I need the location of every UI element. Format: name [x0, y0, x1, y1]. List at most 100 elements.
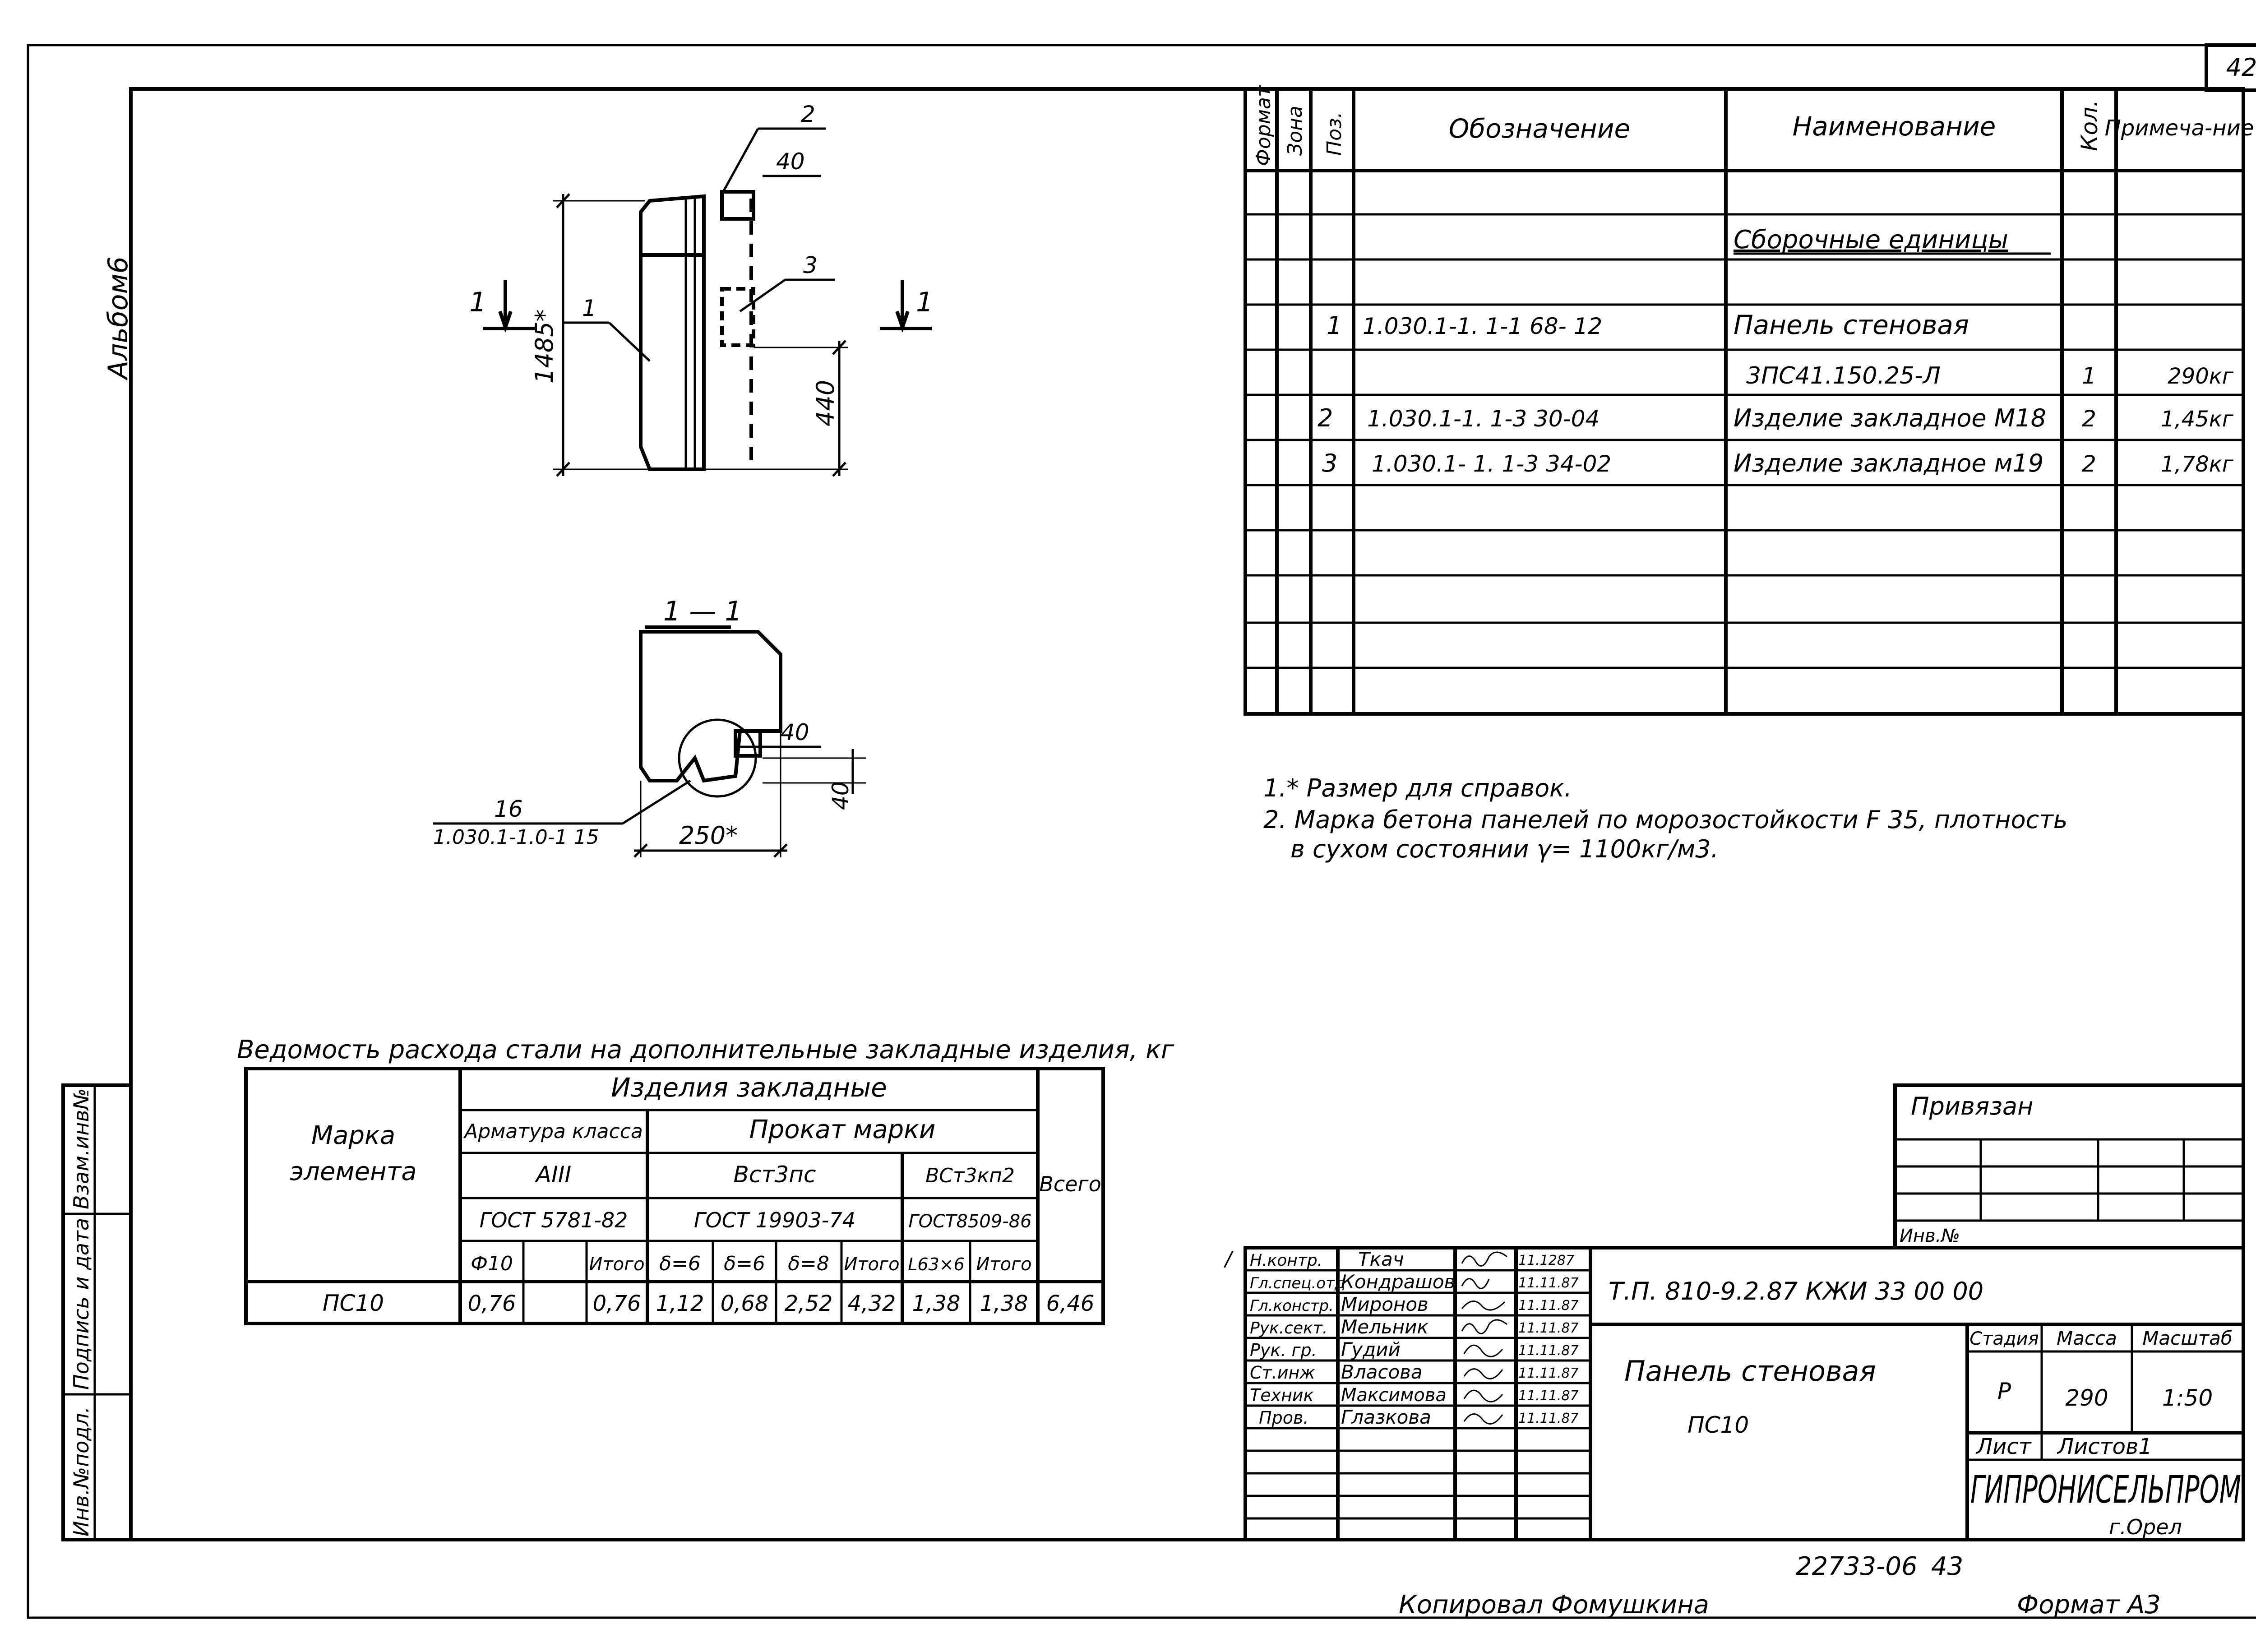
svg-text:2: 2: [2082, 406, 2096, 432]
svg-text:1.030.1- 1. 1-3 34-02: 1.030.1- 1. 1-3 34-02: [1372, 451, 1611, 477]
svg-text:0,76: 0,76: [593, 1291, 641, 1316]
stamp-sign-date: Подпись и дата: [69, 1218, 93, 1390]
svg-text:Гудий: Гудий: [1341, 1338, 1401, 1360]
left-stamp: Взам.инв№ Подпись и дата Инв.№подл.: [61, 1083, 133, 1541]
spec-row-1: 1 1.030.1-1. 1-1 68- 12 Панель стеновая: [1327, 310, 1969, 340]
org-name: ГИПРОНИСЕЛЬПРОМ: [1970, 1467, 2241, 1512]
steel-mark-h2: элемента: [290, 1157, 416, 1186]
svg-text:290кг: 290кг: [2168, 364, 2234, 389]
steel-aiii: АIII: [535, 1161, 571, 1188]
svg-text:Ст.инж: Ст.инж: [1250, 1363, 1315, 1383]
people-dates: 11.1287 11.11.87 11.11.87 11.11.87 11.11…: [1518, 1253, 1579, 1426]
svg-text:1.030.1-1. 1-1 68- 12: 1.030.1-1. 1-1 68- 12: [1363, 313, 1602, 339]
note-2: 2. Марка бетона панелей по морозостойкос…: [1263, 805, 2068, 834]
svg-text:1,78кг: 1,78кг: [2161, 452, 2234, 477]
spec-row-3: 3 1.030.1- 1. 1-3 34-02 Изделие закладно…: [1322, 449, 2234, 477]
steel-rolled: Прокат марки: [749, 1115, 936, 1144]
ref-num: 16: [494, 796, 523, 822]
callout-3: 3: [803, 252, 818, 278]
svg-text:6,46: 6,46: [1046, 1291, 1095, 1316]
mass-label: Масса: [2057, 1327, 2117, 1349]
spec-row-2: 2 1.030.1-1. 1-3 30-04 Изделие закладное…: [1318, 404, 2234, 432]
svg-text:11.1287: 11.1287: [1518, 1253, 1574, 1268]
svg-text:Ткач: Ткач: [1358, 1248, 1404, 1270]
svg-text:Мельник: Мельник: [1341, 1316, 1428, 1338]
dim-height: 1485*: [530, 310, 559, 384]
svg-text:Рук.сект.: Рук.сект.: [1250, 1319, 1327, 1337]
svg-text:Миронов: Миронов: [1341, 1293, 1428, 1315]
album-label: Альбом6: [102, 256, 134, 381]
privyazan: Привязан: [1911, 1092, 2033, 1120]
svg-text:Изделие закладное М18: Изделие закладное М18: [1734, 404, 2046, 432]
inner-frame: [129, 87, 2245, 1541]
section-mark-left: 1: [469, 287, 486, 318]
stamp-inv-podl: Инв.№подл.: [69, 1407, 93, 1536]
svg-text:11.11.87: 11.11.87: [1518, 1320, 1579, 1336]
svg-text:1,45кг: 1,45кг: [2161, 407, 2234, 432]
steel-table: Ведомость расхода стали на дополнительны…: [237, 1035, 1174, 1325]
svg-text:Гл.констр.: Гл.констр.: [1250, 1297, 1334, 1315]
svg-text:11.11.87: 11.11.87: [1518, 1298, 1579, 1314]
dim-40-v: 40: [828, 781, 854, 810]
svg-text:δ=8: δ=8: [788, 1252, 829, 1275]
callout-1: 1: [582, 295, 596, 321]
steel-vst3kp2: ВСт3кп2: [925, 1164, 1015, 1187]
svg-text:Гл.спец.отд: Гл.спец.отд: [1250, 1274, 1345, 1292]
svg-text:Глазкова: Глазкова: [1341, 1406, 1431, 1428]
scale-value: 1:50: [2162, 1385, 2213, 1411]
svg-text:Максимова: Максимова: [1341, 1385, 1447, 1406]
svg-text:1: 1: [1327, 311, 1342, 340]
hdr-format: Формат: [1252, 85, 1275, 166]
steel-gost3: ГОСТ8509-86: [908, 1211, 1031, 1232]
sheet-label: Лист: [1975, 1434, 2032, 1459]
callout-2: 2: [801, 101, 815, 127]
svg-text:Н.контр.: Н.контр.: [1250, 1251, 1322, 1270]
people-names: Ткач Кондрашов Миронов Мельник Гудий Вла…: [1341, 1248, 1455, 1428]
steel-gost1: ГОСТ 5781-82: [480, 1208, 628, 1232]
svg-text:0,76: 0,76: [468, 1291, 516, 1316]
svg-text:11.11.87: 11.11.87: [1518, 1388, 1579, 1404]
svg-text:11.11.87: 11.11.87: [1518, 1365, 1579, 1381]
format-a3: Формат А3: [2017, 1590, 2161, 1620]
svg-text:4,32: 4,32: [848, 1291, 896, 1316]
sheets-label: Листов1: [2057, 1434, 2152, 1459]
dim-250: 250*: [679, 821, 738, 850]
scale-label: Масштаб: [2142, 1327, 2233, 1349]
svg-text:Власова: Власова: [1341, 1361, 1423, 1383]
panel-top-view: 1 1 1485* 440 2 40 3 1: [469, 101, 933, 477]
spec-table: Формат Зона Поз. Обозначение Наименовани…: [1244, 85, 2254, 716]
first-row-mark: /: [1223, 1248, 1234, 1271]
section-mark-right: 1: [916, 287, 933, 318]
hdr-qty: Кол.: [2076, 100, 2103, 151]
svg-text:δ=6: δ=6: [659, 1252, 701, 1275]
svg-text:Итого: Итого: [976, 1254, 1031, 1275]
svg-text:2: 2: [1318, 404, 1333, 432]
svg-text:1,38: 1,38: [912, 1291, 961, 1316]
stamp-zam-inv: Взам.инв№: [69, 1088, 93, 1209]
inv-n: Инв.№: [1900, 1226, 1960, 1246]
svg-text:Пров.: Пров.: [1259, 1408, 1308, 1428]
title-block: Привязан Инв.№ / Н.контр. Гл.спец.отд: [1223, 1083, 2245, 1541]
people-roles: Н.контр. Гл.спец.отд Гл.констр. Рук.сект…: [1250, 1251, 1345, 1428]
svg-text:3ПС41.150.25-Л: 3ПС41.150.25-Л: [1746, 362, 1941, 389]
outer-frame: [27, 44, 2256, 1619]
stage-value: Р: [1997, 1378, 2011, 1404]
svg-text:Панель стеновая: Панель стеновая: [1734, 310, 1969, 340]
svg-text:11.11.87: 11.11.87: [1518, 1411, 1579, 1426]
steel-gost2: ГОСТ 19903-74: [694, 1208, 855, 1232]
sheet-number-top: 42: [2226, 53, 2256, 82]
svg-text:Рук. гр.: Рук. гр.: [1250, 1340, 1317, 1360]
spec-row-1b: 3ПС41.150.25-Л 1 290кг: [1746, 362, 2234, 389]
svg-text:2,52: 2,52: [785, 1291, 833, 1316]
doc-code: Т.П. 810-9.2.87 КЖИ 33 00 00: [1609, 1277, 1983, 1305]
doc-title: Панель стеновая: [1624, 1355, 1876, 1388]
svg-text:δ=6: δ=6: [724, 1252, 765, 1275]
svg-text:1,38: 1,38: [980, 1291, 1028, 1316]
callout-40: 40: [776, 148, 805, 175]
steel-group: Изделия закладные: [611, 1072, 887, 1103]
steel-row-ps10: ПС10 0,76 0,76 1,12 0,68 2,52 4,32 1,38 …: [323, 1290, 1095, 1316]
steel-mark-h1: Марка: [311, 1121, 395, 1150]
svg-text:Итого: Итого: [844, 1254, 899, 1275]
svg-text:Изделие закладное м19: Изделие закладное м19: [1734, 449, 2043, 477]
steel-title: Ведомость расхода стали на дополнительны…: [237, 1035, 1174, 1064]
